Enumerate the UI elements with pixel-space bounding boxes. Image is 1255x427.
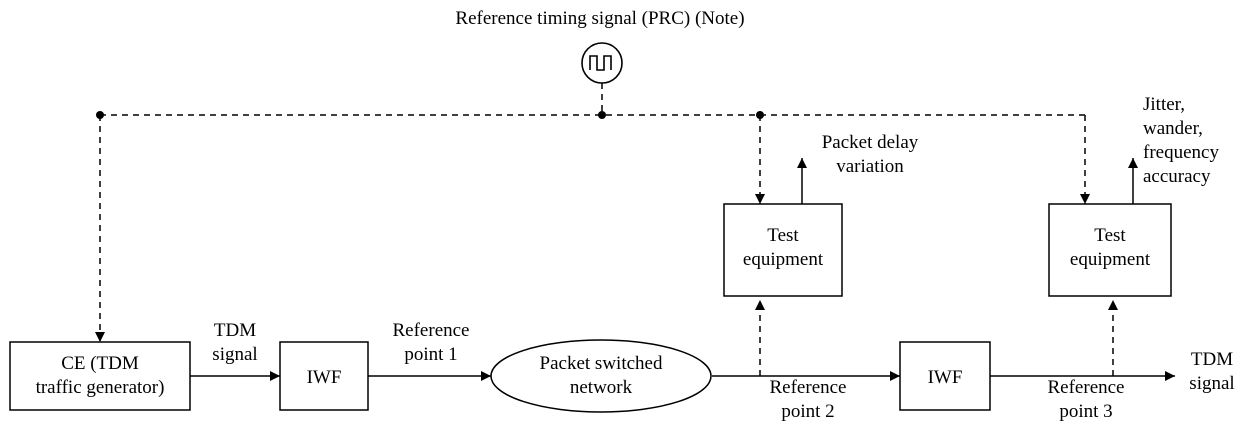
svg-text:IWF: IWF	[928, 367, 963, 388]
tdm-signal-in-label: TDM signal	[212, 320, 257, 365]
svg-text:Packet delay: Packet delay	[822, 132, 919, 153]
svg-text:equipment: equipment	[1070, 249, 1151, 270]
packet-delay-variation-label: Packet delay variation	[822, 132, 919, 177]
svg-text:TDM: TDM	[1191, 349, 1233, 370]
clock-source-icon	[581, 42, 623, 84]
svg-text:Test: Test	[767, 225, 799, 246]
timing-distribution-lines	[95, 83, 1118, 376]
svg-text:variation: variation	[836, 156, 904, 177]
measurement-output-arrows	[797, 158, 1138, 204]
jitter-wander-frequency-label: Jitter, wander, frequency accuracy	[1143, 94, 1219, 187]
svg-text:Jitter,: Jitter,	[1143, 94, 1185, 115]
reference-timing-label: Reference timing signal (PRC) (Note)	[455, 8, 744, 29]
reference-point-1-label: Reference point 1	[393, 320, 470, 365]
svg-text:traffic generator): traffic generator)	[36, 377, 165, 398]
svg-text:Reference: Reference	[393, 320, 470, 341]
svg-text:accuracy: accuracy	[1143, 166, 1211, 187]
svg-text:signal: signal	[212, 344, 257, 365]
reference-point-3-label: Reference point 3	[1048, 377, 1125, 422]
test-equipment-2: Test equipment	[1048, 203, 1172, 297]
svg-text:Reference: Reference	[1048, 377, 1125, 398]
ce-traffic-generator: CE (TDM traffic generator)	[9, 341, 191, 411]
svg-text:Packet switched: Packet switched	[540, 353, 663, 374]
iwf-box-2: IWF	[899, 341, 991, 411]
svg-text:network: network	[570, 377, 633, 398]
svg-text:equipment: equipment	[743, 249, 824, 270]
reference-point-2-label: Reference point 2	[770, 377, 847, 422]
svg-text:point 3: point 3	[1059, 401, 1112, 422]
iwf-box-1: IWF	[279, 341, 369, 411]
svg-text:CE (TDM: CE (TDM	[61, 353, 139, 374]
svg-text:wander,: wander,	[1143, 118, 1203, 139]
tdm-signal-out-label: TDM signal	[1189, 349, 1234, 394]
svg-text:Test: Test	[1094, 225, 1126, 246]
svg-text:point 2: point 2	[781, 401, 834, 422]
test-equipment-1: Test equipment	[723, 203, 843, 297]
svg-text:Reference: Reference	[770, 377, 847, 398]
svg-text:point 1: point 1	[404, 344, 457, 365]
svg-text:IWF: IWF	[307, 367, 342, 388]
svg-text:signal: signal	[1189, 373, 1234, 394]
timing-junction-dots	[96, 111, 764, 119]
packet-switched-network: Packet switched network	[490, 339, 712, 413]
svg-text:frequency: frequency	[1143, 142, 1219, 163]
svg-text:TDM: TDM	[214, 320, 256, 341]
